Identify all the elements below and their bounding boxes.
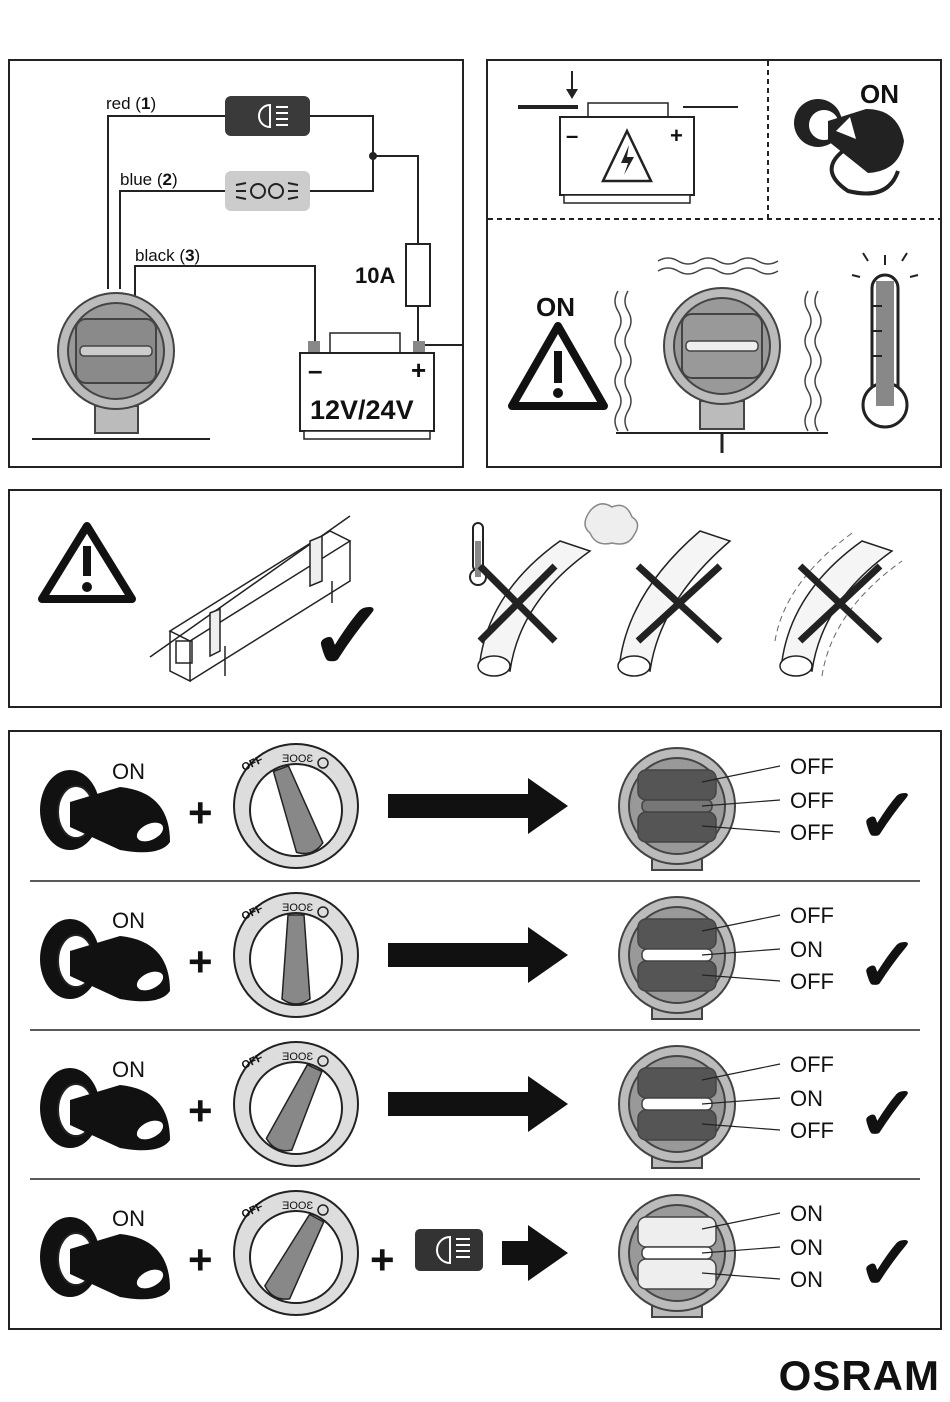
light-state-label: OFF (790, 903, 834, 928)
light-state-label: OFF (790, 1052, 834, 1077)
correct-check: ✓ (856, 774, 920, 859)
correct-check: ✓ (856, 1221, 920, 1306)
battery-plus: + (411, 355, 426, 385)
cable-near-heat-icon (470, 504, 638, 676)
result-arrow-icon (388, 1076, 568, 1132)
light-state-label: OFF (790, 820, 834, 845)
plus-sign: + (188, 938, 213, 985)
ignition-on-label: ON (112, 908, 145, 933)
brand-logo: OSRAM (779, 1352, 940, 1400)
light-state-label: ON (790, 937, 823, 962)
thermometer-icon (852, 253, 918, 427)
wiring-panel: red (1) blue (2) black (3) 10A – + 12 (8, 59, 464, 468)
svg-text:ƎOOƐ: ƎOOƐ (282, 1051, 313, 1063)
svg-text:ƎOOƐ: ƎOOƐ (282, 1200, 313, 1212)
cable-tight-bend-icon (618, 531, 730, 676)
cable-vibration-icon (775, 531, 902, 676)
battery-voltage: 12V/24V (310, 395, 414, 425)
plus-sign: + (188, 1236, 213, 1283)
result-arrow-icon (388, 778, 568, 834)
correct-check: ✓ (856, 1072, 920, 1157)
svg-text:ƎOOƐ: ƎOOƐ (282, 753, 313, 765)
plus-sign: + (188, 789, 213, 836)
light-state-label: OFF (790, 1118, 834, 1143)
high-beam-icon (415, 1229, 483, 1271)
high-beam-icon (225, 96, 310, 136)
wire-label-red: red (1) (106, 94, 156, 113)
ignition-key-icon (40, 1068, 170, 1150)
plus-sign: + (370, 1236, 395, 1283)
correct-check: ✓ (308, 583, 388, 690)
svg-text:ƎOOƐ: ƎOOƐ (282, 902, 313, 914)
warning-triangle-icon (42, 526, 132, 599)
safety-panel: – + ON ON (486, 59, 942, 468)
light-state-label: ON (790, 1086, 823, 1111)
light-state-label: OFF (790, 788, 834, 813)
lamp-icon (619, 1046, 735, 1168)
correct-check: ✓ (856, 923, 920, 1008)
svg-text:+: + (670, 123, 683, 148)
cable-routing-panel: ✓ (8, 489, 942, 708)
plus-sign: + (188, 1087, 213, 1134)
ignition-on-label: ON (112, 759, 145, 784)
result-arrow-icon (502, 1225, 568, 1281)
ignition-on-label: ON (112, 1206, 145, 1231)
lamp-icon (32, 293, 210, 439)
svg-text:–: – (566, 123, 578, 148)
warning-on-label: ON (536, 292, 575, 322)
ignition-on-label: ON (860, 79, 899, 109)
battery-disconnect-icon: – + (518, 71, 738, 203)
lamp-icon (619, 1195, 735, 1317)
ignition-key-icon (40, 919, 170, 1001)
ignition-key-icon (40, 770, 170, 852)
fuse (406, 244, 430, 306)
warning-triangle-icon (512, 326, 604, 406)
wire-label-black: black (3) (135, 246, 200, 265)
fuse-label: 10A (355, 263, 395, 288)
result-arrow-icon (388, 927, 568, 983)
ignition-on-label: ON (112, 1057, 145, 1082)
position-light-icon (225, 171, 310, 211)
battery-minus: – (308, 355, 322, 385)
wire-label-blue: blue (2) (120, 170, 178, 189)
ignition-key-icon (794, 99, 904, 194)
light-state-label: OFF (790, 754, 834, 779)
lamp-icon (619, 748, 735, 870)
light-state-label: OFF (790, 969, 834, 994)
light-state-label: ON (790, 1201, 823, 1226)
lamp-icon (619, 897, 735, 1019)
light-state-label: ON (790, 1235, 823, 1260)
hot-lamp-icon (615, 258, 828, 453)
light-state-label: ON (790, 1267, 823, 1292)
ignition-key-icon (40, 1217, 170, 1299)
